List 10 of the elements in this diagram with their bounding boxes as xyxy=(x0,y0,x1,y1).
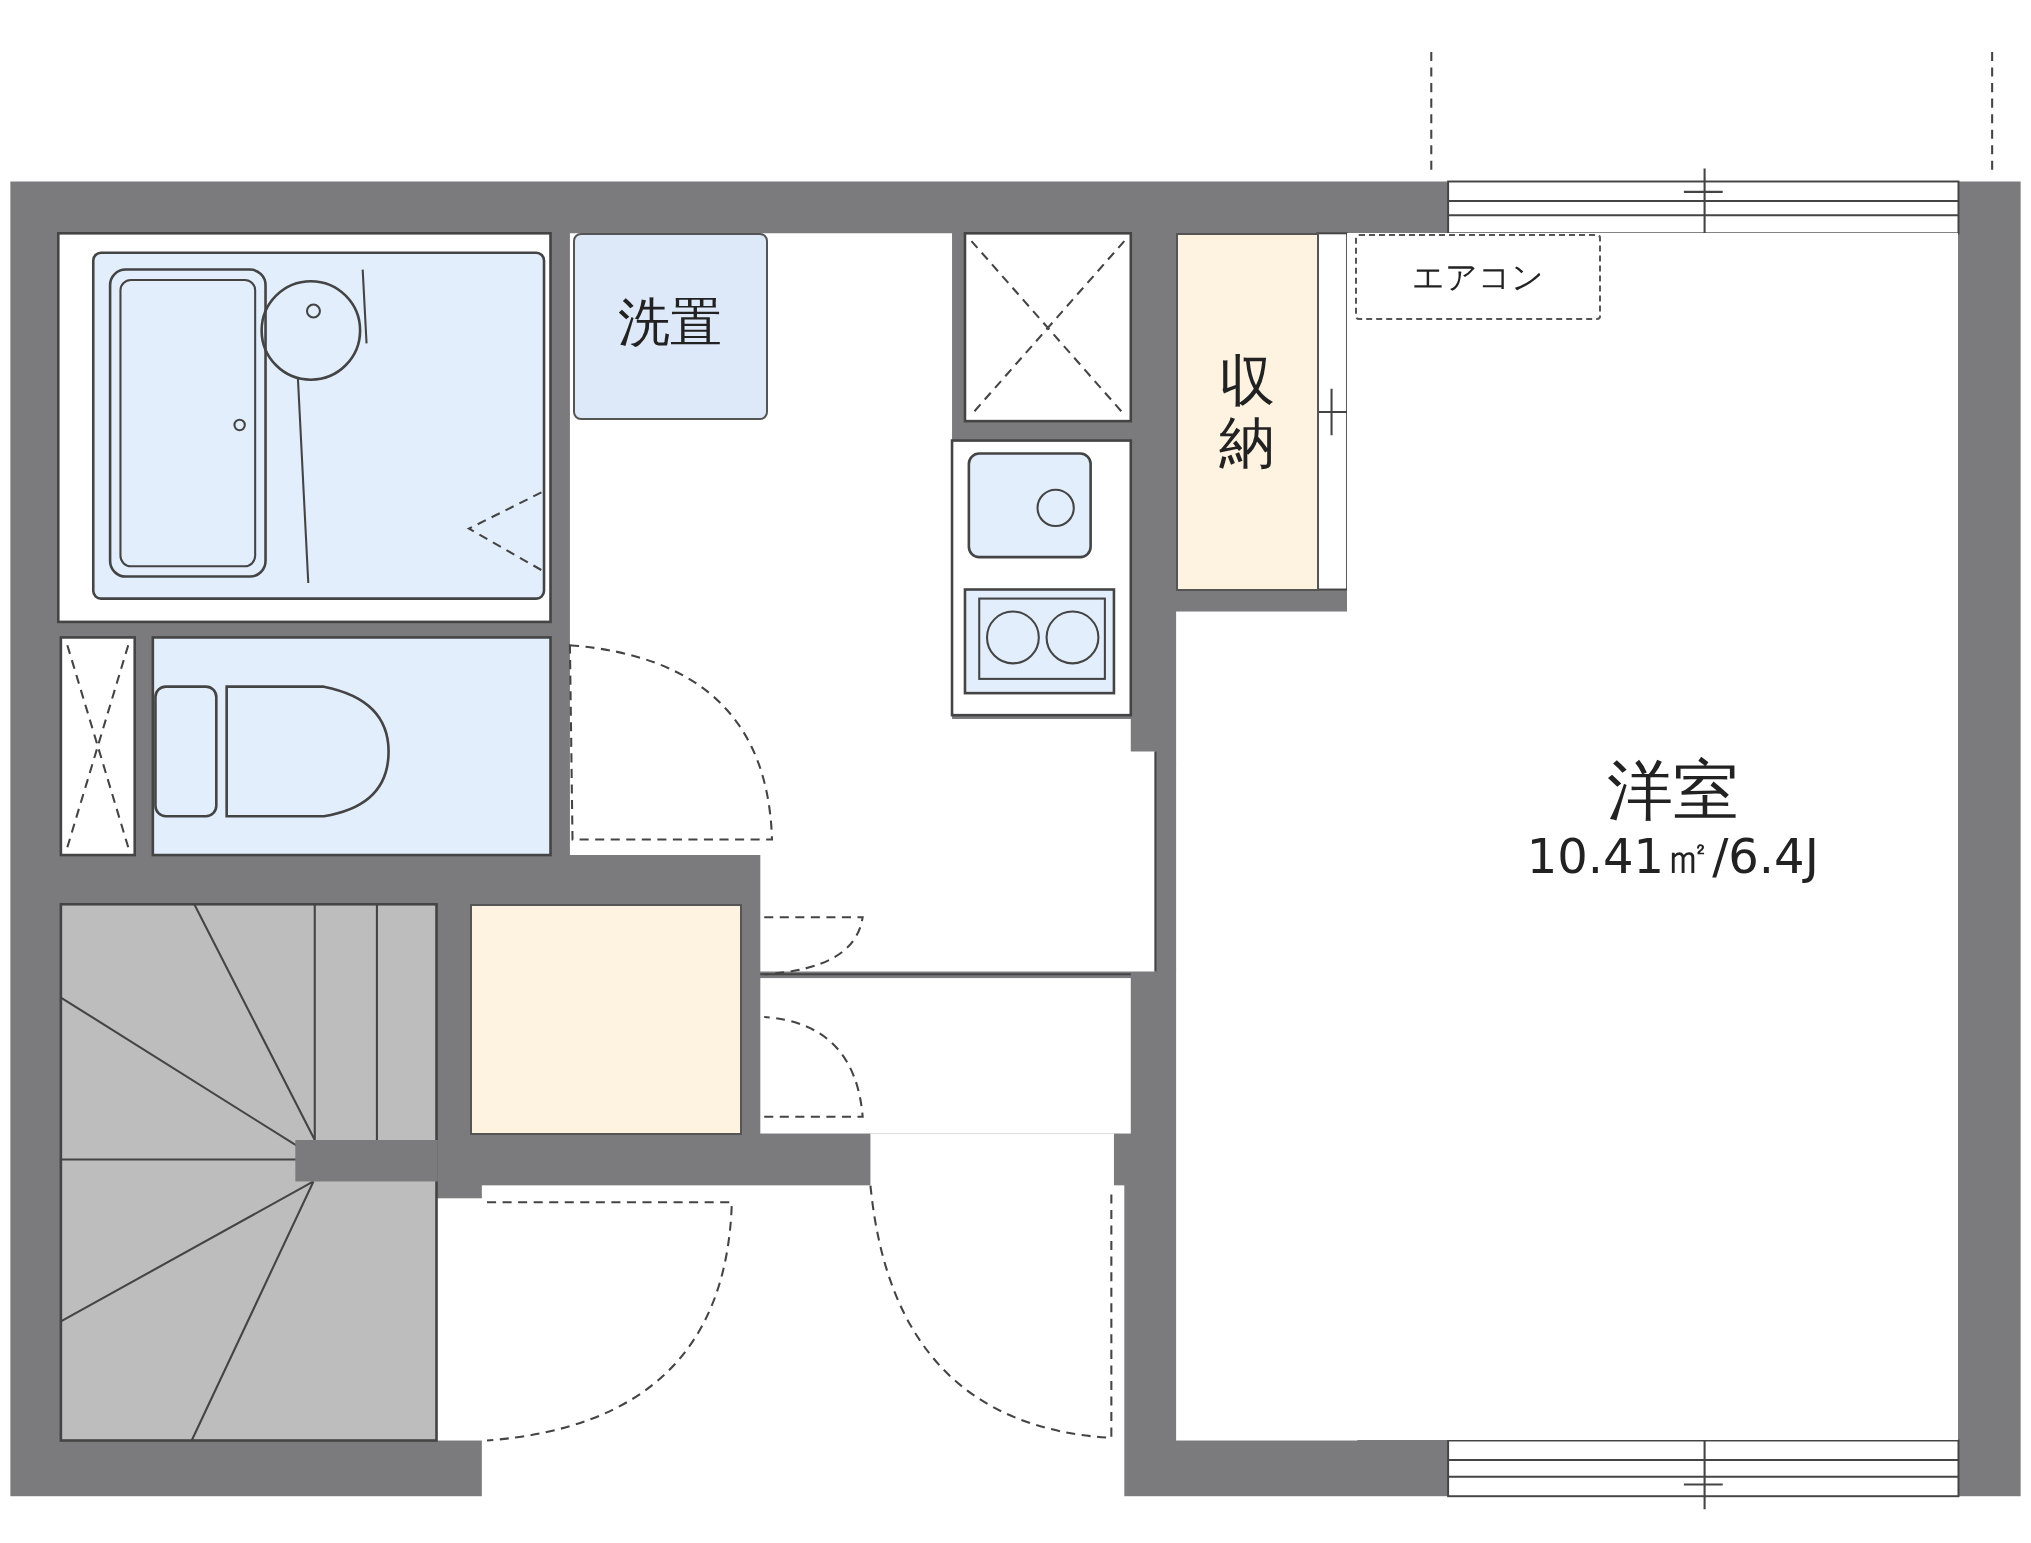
room-label: 洗置 xyxy=(618,293,723,353)
air-conditioner-outline xyxy=(1354,234,1601,320)
storage-closet xyxy=(470,904,743,1135)
area-label: 10.41㎡/6.4J xyxy=(1526,829,1819,885)
room-label: 収納 xyxy=(1219,350,1276,474)
western-room xyxy=(1347,233,1959,1441)
storage-closet xyxy=(1176,233,1319,591)
room-label: 洋室 xyxy=(1606,753,1739,830)
equipment-label: エアコン xyxy=(1411,258,1544,296)
washer-space xyxy=(572,233,769,420)
